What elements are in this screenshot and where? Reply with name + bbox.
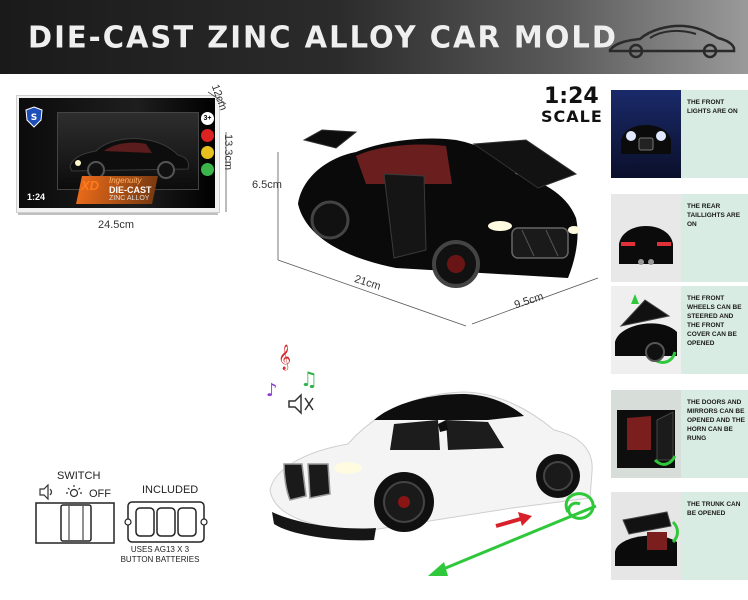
boxed-car-image xyxy=(69,138,189,179)
white-car-image xyxy=(269,391,593,541)
svg-text:𝄞: 𝄞 xyxy=(278,344,291,370)
packaging-box: S XD Ingenuity DIE-CAST ZINC ALLOY 1:24 … xyxy=(16,95,220,213)
light-feature-icon xyxy=(201,129,214,142)
sound-feature-icon xyxy=(201,146,214,159)
included-label: INCLUDED xyxy=(142,484,199,496)
feature-panel-steering: THE FRONT WHEELS CAN BE STEERED AND THE … xyxy=(611,286,748,374)
brand-mark: XD xyxy=(81,178,100,193)
feature-text-rear-taillights: THE REAR TAILLIGHTS ARE ON xyxy=(687,203,741,228)
svg-text:♪: ♪ xyxy=(266,380,278,401)
trunk-thumbnail xyxy=(611,492,681,580)
feature-text-trunk: THE TRUNK CAN BE OPENED xyxy=(687,501,741,517)
feature-panel-rear-taillights: THE REAR TAILLIGHTS ARE ON xyxy=(611,194,748,282)
steering-thumbnail xyxy=(611,286,681,374)
box-height-dim: 13.3cm xyxy=(222,134,234,171)
brand-line-1: DIE-CAST xyxy=(109,185,152,195)
switch-mode-icons xyxy=(39,484,82,500)
age-badge: 3+ xyxy=(201,112,214,125)
black-car-image xyxy=(277,129,599,327)
music-notes-icon: 𝄞 ♪ ♫ xyxy=(266,344,318,401)
switch-graphic xyxy=(35,502,115,544)
feature-panel-doors: THE DOORS AND MIRRORS CAN BE OPENED AND … xyxy=(611,390,748,478)
svg-text:♫: ♫ xyxy=(300,367,318,391)
car-outline-icon xyxy=(608,24,736,59)
box-front: S XD Ingenuity DIE-CAST ZINC ALLOY 1:24 … xyxy=(19,98,215,208)
motion-arrows-icon xyxy=(428,492,597,576)
rear-taillights-thumbnail xyxy=(611,194,681,282)
scale-label: SCALE xyxy=(541,107,603,126)
brand-line-2: ZINC ALLOY xyxy=(109,195,150,202)
scale-value: 1:24 xyxy=(544,84,599,109)
speaker-mute-icon xyxy=(288,393,314,415)
page-title: DIE-CAST ZINC ALLOY CAR MOLD xyxy=(28,19,618,55)
feature-panel-trunk: THE TRUNK CAN BE OPENED xyxy=(611,492,748,580)
svg-text:S: S xyxy=(31,113,37,123)
battery-pack-icon xyxy=(124,501,208,543)
front-lights-thumbnail xyxy=(611,90,681,178)
car-height-dim: 6.5cm xyxy=(252,179,282,191)
box-side-icons: 3+ xyxy=(201,112,215,184)
feature-text-steering: THE FRONT WHEELS CAN BE STEERED AND THE … xyxy=(687,295,742,347)
switch-off-label: OFF xyxy=(89,488,111,500)
feature-text-doors: THE DOORS AND MIRRORS CAN BE OPENED AND … xyxy=(687,399,745,442)
header-banner: DIE-CAST ZINC ALLOY CAR MOLD xyxy=(0,0,748,74)
switch-label: SWITCH xyxy=(57,470,101,482)
door-feature-icon xyxy=(201,163,214,176)
shield-logo-icon: S xyxy=(25,106,43,128)
doors-thumbnail xyxy=(611,390,681,478)
box-dimension-lines xyxy=(18,91,227,215)
battery-note: USES AG13 X 3 BUTTON BATTERIES xyxy=(120,545,200,564)
brand-script: Ingenuity xyxy=(109,176,142,185)
feature-panel-front-lights: THE FRONT LIGHTS ARE ON xyxy=(611,90,748,178)
box-width-dim: 24.5cm xyxy=(98,219,135,231)
box-scale-badge: 1:24 xyxy=(27,192,46,202)
feature-text-front-lights: THE FRONT LIGHTS ARE ON xyxy=(687,99,738,115)
